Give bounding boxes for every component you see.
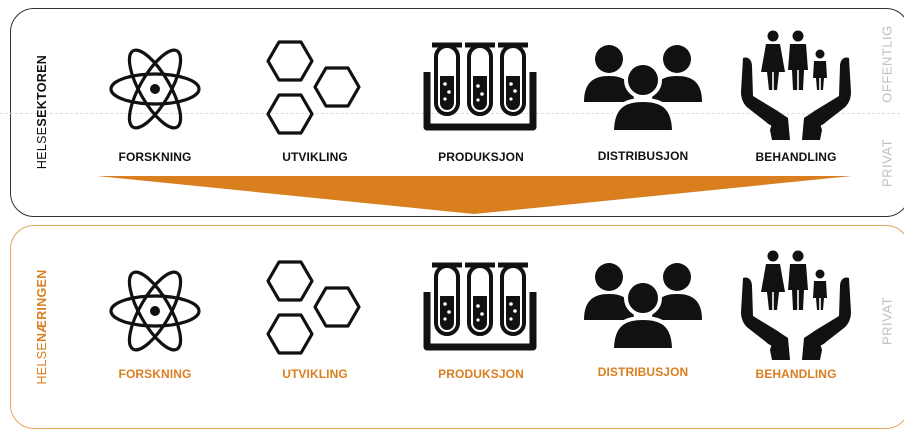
- family-in-hands-icon: [741, 250, 851, 360]
- stage-label-behandling: BEHANDLING: [755, 150, 837, 164]
- atom-icon: [109, 48, 201, 130]
- stage-label-distribusjon: DISTRIBUSJON: [597, 149, 689, 163]
- stage-label-distribusjon: DISTRIBUSJON: [597, 365, 689, 379]
- stage-label-behandling: BEHANDLING: [755, 367, 837, 381]
- helsenaeringen-panel: [10, 225, 904, 429]
- atom-icon: [109, 270, 201, 352]
- test-tubes-icon: [423, 262, 537, 351]
- hexagons-icon: [266, 40, 361, 135]
- stage-label-utvikling: UTVIKLING: [282, 367, 348, 381]
- stage-label-forskning: FORSKNING: [118, 367, 192, 381]
- helsesektoren-panel: [10, 8, 904, 217]
- family-in-hands-icon: [741, 30, 851, 140]
- hexagons-icon: [266, 260, 361, 355]
- test-tubes-icon: [423, 42, 537, 131]
- stage-label-produksjon: PRODUKSJON: [438, 367, 524, 381]
- people-group-icon: [584, 45, 702, 132]
- people-group-icon: [584, 263, 702, 350]
- stage-label-forskning: FORSKNING: [118, 150, 192, 164]
- stage-label-produksjon: PRODUKSJON: [438, 150, 524, 164]
- stage-label-utvikling: UTVIKLING: [282, 150, 348, 164]
